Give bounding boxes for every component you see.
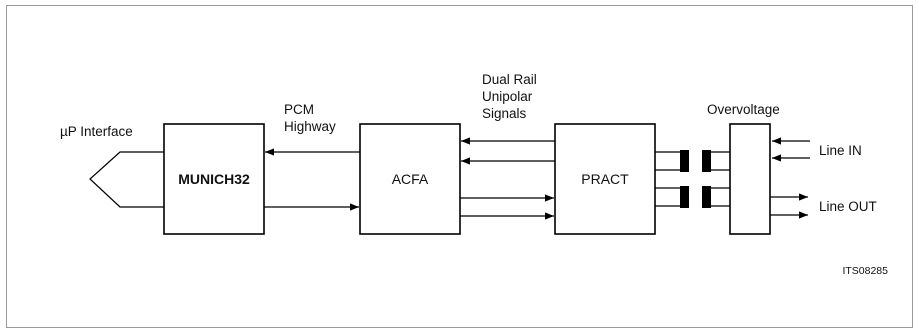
dual-rail-label-line1: Dual Rail bbox=[482, 72, 537, 87]
transformer-core-2a bbox=[680, 186, 689, 208]
line-in-label: Line IN bbox=[819, 143, 862, 158]
up-interface-bus bbox=[89, 151, 164, 208]
transformer-core-2b bbox=[702, 186, 711, 208]
overvoltage-label: Overvoltage bbox=[707, 102, 780, 117]
transformer-core-1b bbox=[702, 150, 711, 172]
pract-label: PRACT bbox=[581, 171, 629, 187]
up-interface-label: µP Interface bbox=[60, 124, 133, 139]
dual-rail-label-line3: Signals bbox=[482, 106, 527, 121]
transformer-group bbox=[655, 150, 730, 208]
figure-border bbox=[6, 5, 913, 328]
acfa-label: ACFA bbox=[392, 171, 429, 187]
munich32-block bbox=[163, 123, 265, 235]
overvoltage-block bbox=[729, 123, 771, 235]
pcm-label-line2: Highway bbox=[284, 119, 336, 134]
pcm-label-line1: PCM bbox=[284, 102, 314, 117]
figure-code: ITS08285 bbox=[842, 265, 888, 277]
munich32-label: MUNICH32 bbox=[178, 171, 250, 187]
acfa-block bbox=[359, 123, 461, 235]
dual-rail-label-line2: Unipolar bbox=[482, 89, 533, 104]
pract-block bbox=[554, 123, 656, 235]
transformer-core-1a bbox=[680, 150, 689, 172]
line-out-label: Line OUT bbox=[819, 199, 877, 214]
